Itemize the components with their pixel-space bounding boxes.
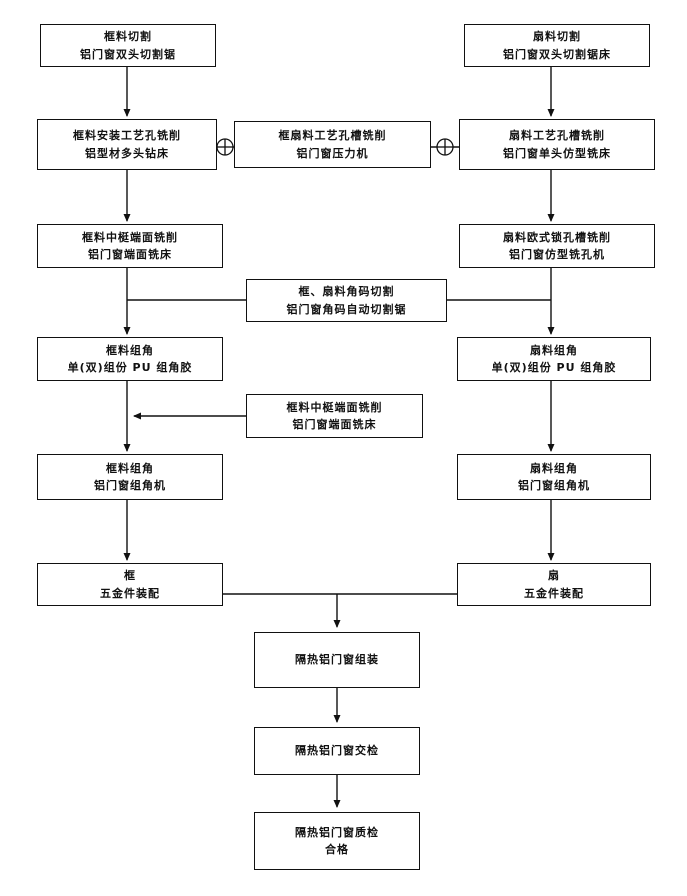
node-label: 铝门窗仿型铣孔机 bbox=[509, 248, 605, 261]
node-frame-corner-crimp: 框料组角 铝门窗组角机 bbox=[37, 454, 223, 500]
node-label: 铝门窗端面铣床 bbox=[292, 418, 377, 431]
node-frame-sash-slots: 框扇料工艺孔槽铣削 铝门窗压力机 bbox=[234, 121, 431, 168]
node-sash-cutting: 扇料切割 铝门窗双头切割锯床 bbox=[464, 24, 650, 67]
node-label: 框料组角 bbox=[106, 343, 154, 357]
node-sash-hardware: 扇 五金件装配 bbox=[457, 563, 651, 606]
node-label: 铝门窗角码自动切割锯 bbox=[286, 302, 407, 316]
node-label: 框料中梃端面铣削 bbox=[286, 400, 383, 414]
node-sash-corner-crimp: 扇料组角 铝门窗组角机 bbox=[457, 454, 651, 500]
node-label: 铝门窗双头切割锯 bbox=[80, 47, 176, 61]
node-label: 隔热铝门窗组装 bbox=[295, 653, 379, 667]
node-label: 铝门窗压力机 bbox=[296, 146, 369, 160]
node-label: 铝门窗端面铣床 bbox=[88, 248, 172, 261]
node-label: 框 bbox=[124, 569, 136, 583]
node-label: 铝门窗双头切割锯床 bbox=[503, 47, 611, 61]
node-label: 扇料工艺孔槽铣削 bbox=[509, 129, 605, 143]
node-sash-process-slots: 扇料工艺孔槽铣削 铝门窗单头仿型铣床 bbox=[459, 119, 655, 170]
node-assembly: 隔热铝门窗组装 bbox=[254, 632, 420, 688]
node-frame-corner-glue: 框料组角 单(双)组份 PU 组角胶 bbox=[37, 337, 223, 381]
node-label: 扇料切割 bbox=[533, 30, 581, 44]
node-label: 扇料组角 bbox=[530, 461, 578, 475]
node-label: 扇料欧式锁孔槽铣削 bbox=[503, 230, 611, 244]
node-label: 扇料组角 bbox=[530, 343, 578, 357]
node-label: 铝型材多头钻床 bbox=[85, 146, 169, 160]
node-label: 隔热铝门窗交检 bbox=[295, 744, 379, 758]
node-frame-process-holes: 框料安装工艺孔铣削 铝型材多头钻床 bbox=[37, 119, 217, 170]
node-label: 框扇料工艺孔槽铣削 bbox=[278, 129, 387, 143]
node-label: 五金件装配 bbox=[524, 586, 584, 600]
node-label: 五金件装配 bbox=[100, 586, 160, 600]
node-label: 单(双)组份 PU 组角胶 bbox=[67, 361, 193, 374]
node-mullion-end-milling: 框料中梃端面铣削 铝门窗端面铣床 bbox=[246, 394, 423, 438]
node-quality-check: 隔热铝门窗质检 合格 bbox=[254, 812, 420, 870]
junction-circle-right-icon bbox=[436, 138, 454, 156]
node-label: 框料中梃端面铣削 bbox=[82, 230, 178, 244]
node-label: 铝门窗组角机 bbox=[518, 479, 590, 492]
node-label: 扇 bbox=[548, 569, 560, 583]
node-frame-mullion-milling: 框料中梃端面铣削 铝门窗端面铣床 bbox=[37, 224, 223, 268]
node-corner-key-cutting: 框、扇料角码切割 铝门窗角码自动切割锯 bbox=[246, 279, 447, 322]
node-label: 单(双)组份 PU 组角胶 bbox=[491, 361, 617, 374]
node-label: 框料切割 bbox=[104, 30, 152, 44]
node-label: 铝门窗单头仿型铣床 bbox=[503, 146, 611, 160]
node-frame-cutting: 框料切割 铝门窗双头切割锯 bbox=[40, 24, 216, 67]
node-label: 合格 bbox=[325, 843, 349, 856]
node-label: 框料组角 bbox=[106, 461, 154, 475]
node-label: 隔热铝门窗质检 bbox=[295, 825, 379, 839]
node-handover-inspection: 隔热铝门窗交检 bbox=[254, 727, 420, 775]
node-sash-euro-milling: 扇料欧式锁孔槽铣削 铝门窗仿型铣孔机 bbox=[459, 224, 655, 268]
node-label: 框、扇料角码切割 bbox=[298, 285, 395, 299]
junction-circle-left-icon bbox=[216, 138, 234, 156]
node-label: 铝门窗组角机 bbox=[94, 479, 166, 492]
node-label: 框料安装工艺孔铣削 bbox=[73, 129, 181, 143]
node-frame-hardware: 框 五金件装配 bbox=[37, 563, 223, 606]
node-sash-corner-glue: 扇料组角 单(双)组份 PU 组角胶 bbox=[457, 337, 651, 381]
